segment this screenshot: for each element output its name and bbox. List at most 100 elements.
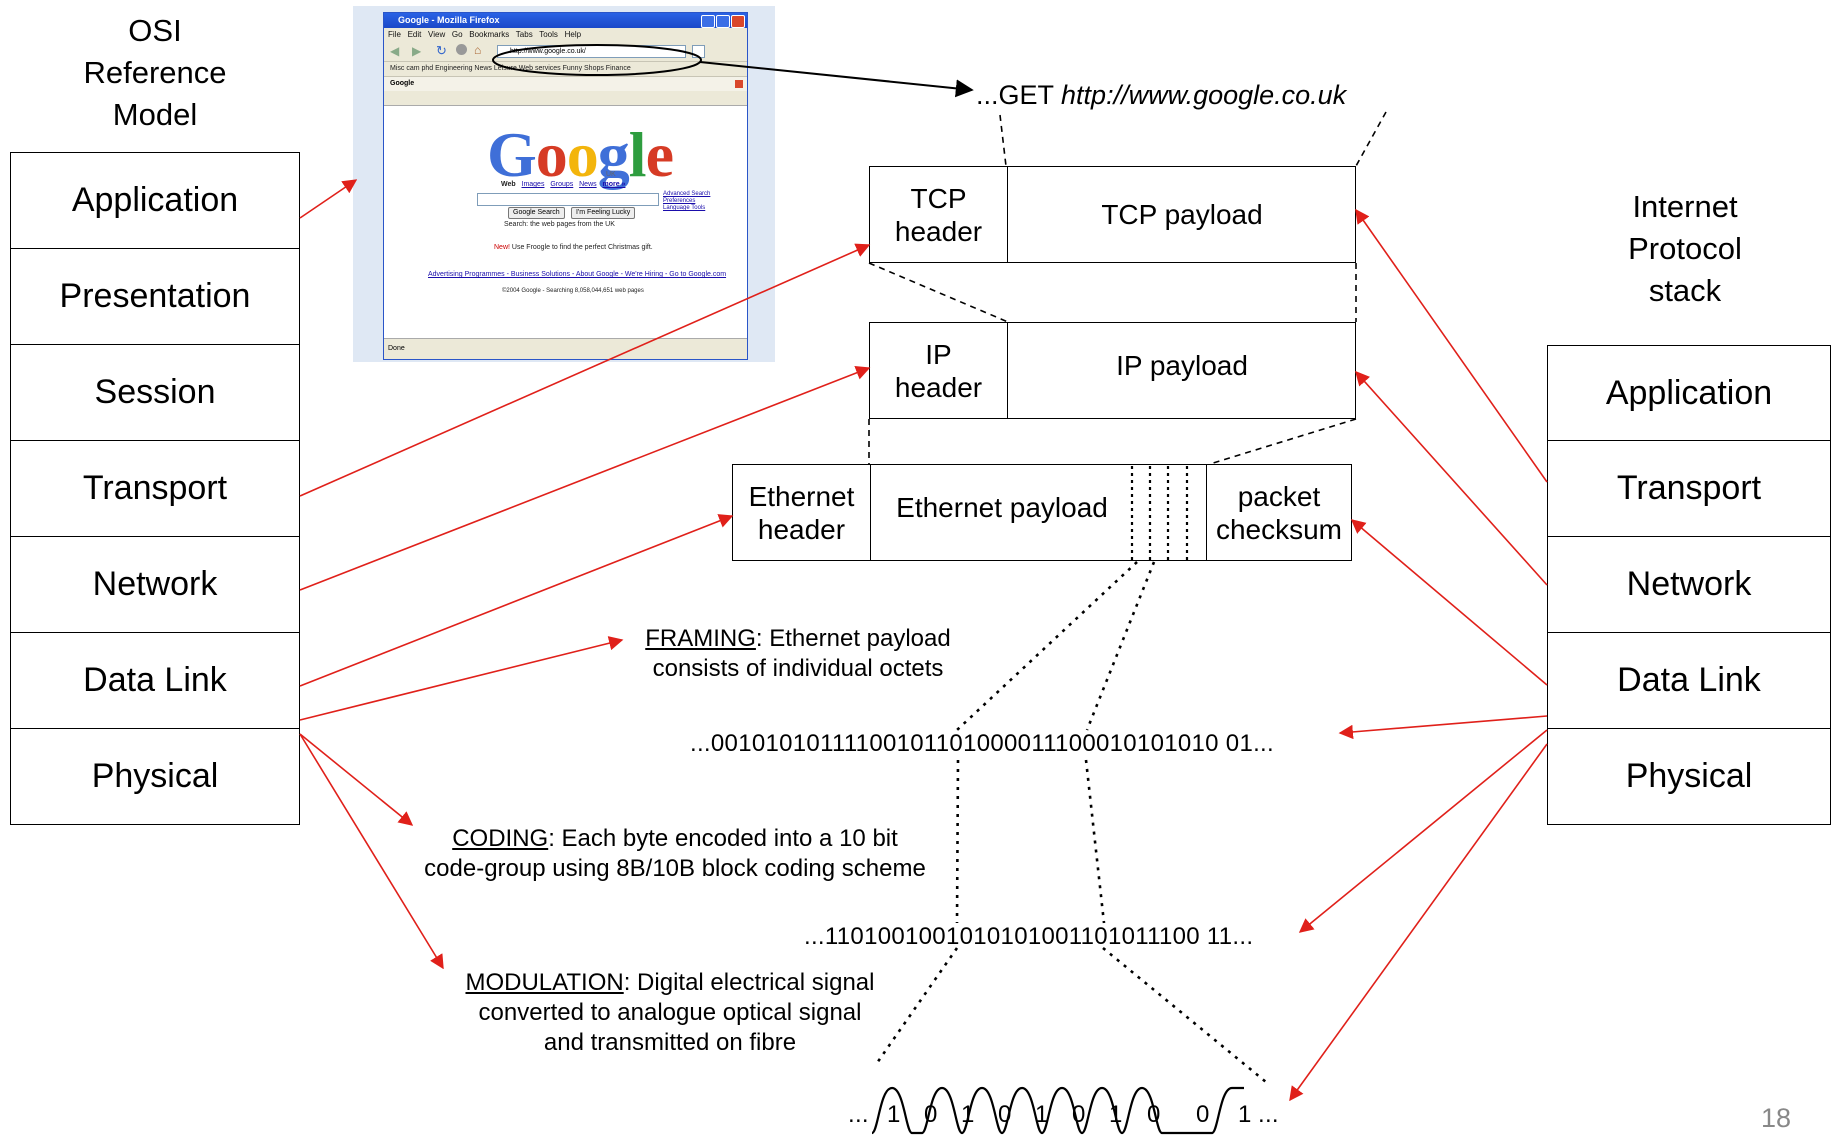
feeling-lucky-button[interactable]: I'm Feeling Lucky (571, 207, 636, 219)
signal-suffix: ... (1258, 1101, 1279, 1128)
osi-layer-application: Application (10, 152, 300, 249)
ip-stack-title-line-2: Protocol (1628, 231, 1742, 266)
signal-bit-7: 1 (1109, 1101, 1123, 1128)
close-icon[interactable] (731, 15, 745, 28)
promo-new: New! (494, 244, 510, 251)
google-search-input[interactable] (477, 193, 659, 206)
ip-layer-data-link: Data Link (1547, 633, 1831, 729)
osi-layer-presentation: Presentation (10, 249, 300, 345)
osi-layer-transport: Transport (10, 441, 300, 537)
advanced-search-link[interactable]: Advanced Search (663, 191, 711, 197)
minimize-icon[interactable] (701, 15, 715, 28)
reload-icon[interactable]: ↻ (436, 43, 447, 58)
packet-checksum-line-2: checksum (1215, 513, 1343, 545)
google-logo: Google (487, 119, 674, 190)
browser-tab[interactable]: Google (384, 76, 747, 91)
osi-title-line-2: Reference (83, 55, 227, 90)
modulation-text-2: converted to analogue optical signal (478, 999, 862, 1026)
signal-bit-2: 0 (924, 1101, 938, 1128)
stop-icon[interactable] (456, 44, 467, 55)
menu-bookmarks[interactable]: Bookmarks (469, 30, 510, 39)
osi-layer-physical: Physical (10, 729, 300, 825)
tcp-header-line-1: TCP (910, 182, 967, 214)
promo: New! Use Froogle to find the perfect Chr… (494, 244, 653, 251)
bookmarks-toolbar[interactable]: Misc cam phd Engineering News Leisure We… (384, 61, 747, 76)
home-icon[interactable]: ⌂ (474, 43, 482, 57)
codegroup-bitstream: ...1101001001010101001101011100 11... (804, 923, 1254, 950)
google-page: Google UK Web Images Groups News more » … (384, 105, 747, 339)
search-tab-groups[interactable]: Groups (550, 181, 574, 188)
slide-number: 18 (1760, 1103, 1791, 1133)
ip-payload: IP payload (1116, 350, 1248, 381)
signal-bit-3: 1 (961, 1101, 975, 1128)
coding-text-2: code-group using 8B/10B block coding sch… (424, 855, 926, 882)
preferences-link[interactable]: Preferences (663, 198, 696, 204)
signal-bit-5: 1 (1035, 1101, 1049, 1128)
osi-title-line-3: Model (112, 97, 198, 132)
tab-close-icon[interactable] (735, 80, 743, 88)
coding-term: CODING (452, 825, 549, 852)
ip-stack-title-line-3: stack (1648, 273, 1722, 308)
ip-header-line-2: header (894, 371, 983, 403)
url-bar[interactable]: http://www.google.co.uk/ (497, 45, 686, 58)
ethernet-payload: Ethernet payload (896, 492, 1108, 523)
framing-text-2: consists of individual octets (652, 655, 944, 682)
search-tab-more[interactable]: more » (602, 181, 626, 188)
menu-help[interactable]: Help (564, 30, 582, 39)
signal-bit-6: 0 (1072, 1101, 1086, 1128)
get-request: ...GET http://www.google.co.uk (976, 80, 1346, 111)
coding-note: CODING: Each byte encoded into a 10 bit … (395, 824, 955, 884)
modulation-note: MODULATION: Digital electrical signal co… (440, 968, 900, 1058)
maximize-icon[interactable] (716, 15, 730, 28)
osi-title: OSI Reference Model (30, 10, 280, 136)
search-scope[interactable]: Search: the web pages from the UK (504, 221, 615, 228)
browser-window-title: Google - Mozilla Firefox (398, 15, 500, 25)
language-tools-link[interactable]: Language Tools (663, 205, 706, 211)
menu-tools[interactable]: Tools (539, 30, 558, 39)
ip-layer-application: Application (1547, 345, 1831, 441)
footer-links[interactable]: Advertising Programmes - Business Soluti… (428, 271, 727, 278)
search-tab-news[interactable]: News (579, 181, 597, 188)
signal-bit-1: 1 (887, 1101, 901, 1128)
browser-tab-label: Google (390, 80, 415, 87)
search-tab-web[interactable]: Web (501, 181, 516, 188)
signal-prefix: ... (848, 1101, 869, 1128)
promo-text[interactable]: Use Froogle to find the perfect Christma… (509, 244, 653, 251)
get-request-prefix: ...GET (976, 80, 1062, 110)
menu-file[interactable]: File (388, 30, 401, 39)
tcp-header-line-2: header (894, 215, 983, 247)
browser-title-bar: Google - Mozilla Firefox (384, 13, 747, 28)
modulation-text-3: and transmitted on fibre (543, 1029, 797, 1056)
menu-tabs[interactable]: Tabs (515, 30, 533, 39)
signal-bit-9: 0 (1196, 1101, 1210, 1128)
forward-icon[interactable]: ▶ (412, 44, 422, 58)
browser-screenshot: Google - Mozilla Firefox File Edit View … (353, 6, 775, 362)
ip-header-line-1: IP (925, 338, 952, 370)
go-icon[interactable] (692, 45, 705, 58)
modulation-text-1: : Digital electrical signal (623, 969, 875, 996)
osi-layer-network: Network (10, 537, 300, 633)
status-bar: Done (384, 338, 747, 359)
signal-bit-8: 0 (1147, 1101, 1161, 1128)
menu-edit[interactable]: Edit (407, 30, 422, 39)
ip-layer-physical: Physical (1547, 729, 1831, 825)
osi-layer-data-link: Data Link (10, 633, 300, 729)
coding-text-1: : Each byte encoded into a 10 bit (548, 825, 898, 852)
get-request-url: http://www.google.co.uk (1061, 80, 1347, 110)
back-icon[interactable]: ◀ (390, 44, 400, 58)
google-search-button[interactable]: Google Search (508, 207, 565, 219)
packet-checksum-line-1: packet (1237, 480, 1321, 512)
menu-go[interactable]: Go (451, 30, 463, 39)
search-tab-images[interactable]: Images (521, 181, 545, 188)
framing-note: FRAMING: Ethernet payload consists of in… (620, 624, 976, 684)
browser-nav-bar: ◀ ▶ ↻ ⌂ http://www.google.co.uk/ (384, 41, 747, 61)
menu-view[interactable]: View (428, 30, 446, 39)
copyright: ©2004 Google - Searching 8,058,044,651 w… (502, 288, 644, 294)
